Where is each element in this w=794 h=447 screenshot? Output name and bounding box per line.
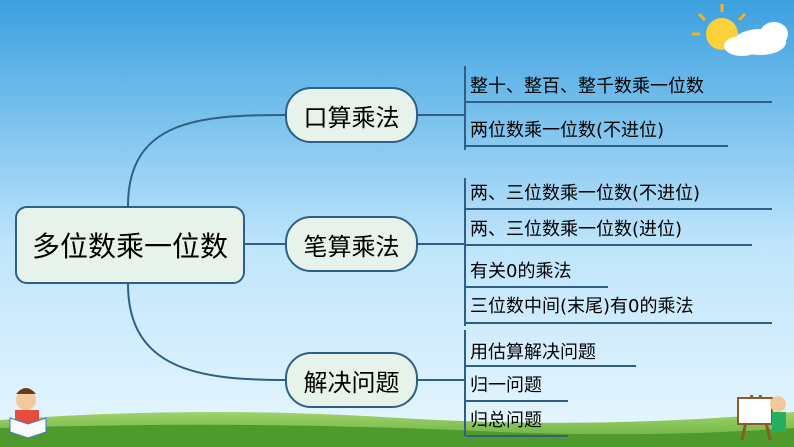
branch-label: 笔算乘法 — [303, 232, 400, 261]
leaf-item: 归总问题 — [470, 410, 542, 431]
leaf-item: 归一问题 — [470, 375, 542, 396]
leaf-underline — [466, 101, 772, 103]
root-node: 多位数乘一位数 — [15, 206, 245, 284]
leaf-underline — [466, 286, 608, 288]
bracket-group-2 — [464, 178, 466, 326]
leaf-item: 两、三位数乘一位数(不进位) — [470, 183, 701, 204]
root-label: 多位数乘一位数 — [31, 230, 228, 263]
leaf-item: 三位数中间(末尾)有0的乘法 — [470, 296, 694, 317]
leaf-item: 整十、整百、整千数乘一位数 — [470, 76, 704, 97]
branch-node-mental: 口算乘法 — [285, 87, 418, 143]
leaf-underline — [466, 322, 772, 324]
child-reading-icon — [9, 388, 47, 439]
leaf-underline — [466, 145, 728, 147]
branch-label: 口算乘法 — [303, 103, 400, 132]
leaf-item: 两位数乘一位数(不进位) — [470, 120, 665, 141]
bracket-group-1 — [464, 66, 466, 150]
bracket-group-3 — [464, 330, 466, 436]
connectors — [127, 114, 464, 381]
leaf-item: 两、三位数乘一位数(进位) — [470, 219, 683, 240]
branch-label: 解决问题 — [303, 368, 400, 397]
leaf-underline — [466, 400, 568, 402]
child-painting-icon — [737, 394, 786, 441]
leaf-underline — [466, 208, 772, 210]
branch-node-written: 笔算乘法 — [285, 216, 418, 272]
sun-cloud-icon — [692, 4, 788, 56]
leaf-item: 有关0的乘法 — [470, 261, 572, 282]
leaf-underline — [466, 435, 568, 437]
leaf-item: 用估算解决问题 — [470, 342, 596, 363]
leaf-underline — [466, 365, 636, 367]
leaf-underline — [466, 244, 752, 246]
branch-node-problem: 解决问题 — [285, 352, 418, 408]
